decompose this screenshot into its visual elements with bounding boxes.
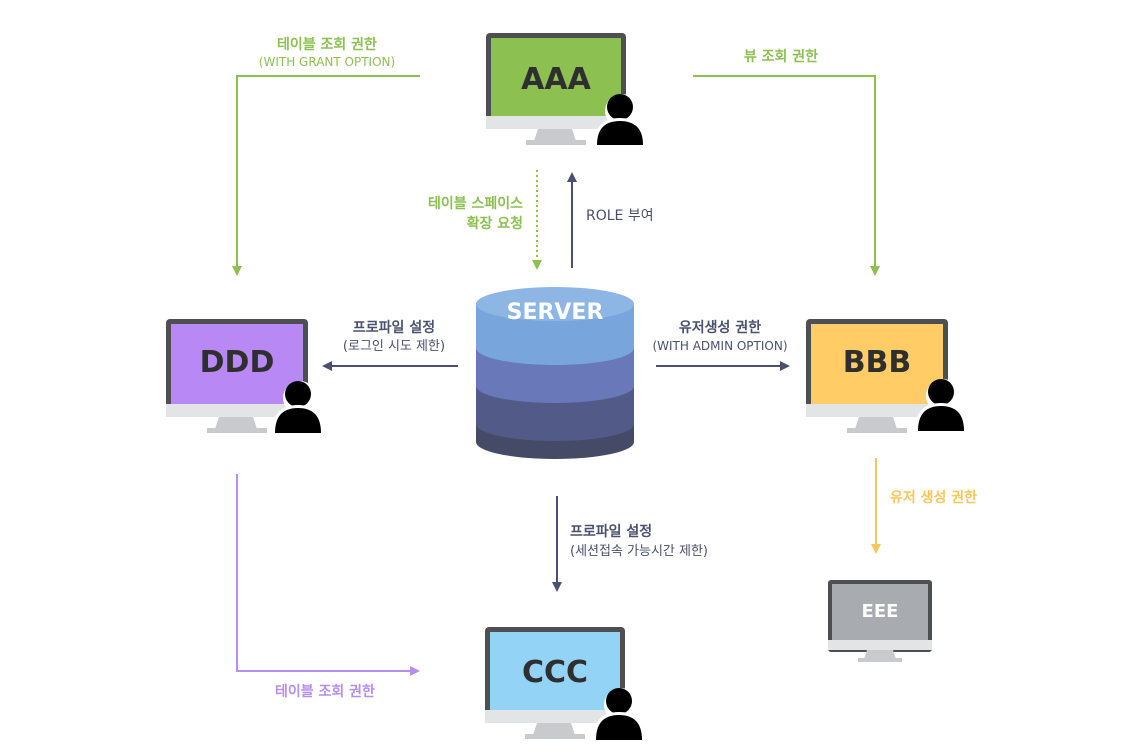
edge-server-to-bbb-label: 유저생성 권한 xyxy=(679,320,761,336)
monitor-ccc: CCC xyxy=(485,627,645,740)
edge-bbb-to-eee-label: 유저 생성 권한 xyxy=(890,490,977,506)
edge-aaa-to-ddd-sublabel: (WITH GRANT OPTION) xyxy=(259,55,395,69)
user-icon xyxy=(915,379,967,431)
edge-ddd-to-ccc: 테이블 조회 권한 xyxy=(236,474,420,700)
edge-server-to-aaa: ROLE 부여 xyxy=(567,172,654,268)
monitor-ddd: DDD xyxy=(166,319,324,433)
edge-server-to-bbb: 유저생성 권한 (WITH ADMIN OPTION) xyxy=(652,320,790,371)
edge-server-to-ccc-label: 프로파일 설정 xyxy=(570,523,652,540)
server-label: SERVER xyxy=(507,300,604,325)
monitor-eee: EEE xyxy=(828,580,932,662)
monitor-bbb-label: BBB xyxy=(843,345,912,380)
edge-aaa-to-server: 테이블 스페이스 확장 요청 xyxy=(428,170,542,270)
user-icon xyxy=(272,381,324,433)
user-icon xyxy=(594,94,646,145)
edge-aaa-to-ddd: 테이블 조회 권한 (WITH GRANT OPTION) xyxy=(232,36,420,276)
edge-server-to-ddd-label: 프로파일 설정 xyxy=(353,319,435,336)
monitor-icon xyxy=(485,627,625,739)
edge-aaa-to-server-label: 테이블 스페이스 xyxy=(428,195,523,212)
edge-aaa-to-bbb-label: 뷰 조회 권한 xyxy=(744,49,818,65)
edge-aaa-to-bbb: 뷰 조회 권한 xyxy=(693,49,880,276)
monitor-icon xyxy=(806,319,948,433)
server-node: SERVER xyxy=(476,287,634,459)
edge-server-to-ccc: 프로파일 설정 (세션접속 가능시간 제한) xyxy=(552,496,708,592)
edge-aaa-to-server-sublabel: 확장 요청 xyxy=(467,215,523,232)
monitor-aaa: AAA xyxy=(486,33,646,145)
monitor-ccc-label: CCC xyxy=(522,655,588,690)
monitor-ddd-label: DDD xyxy=(200,345,275,380)
user-icon xyxy=(593,688,645,740)
edge-bbb-to-eee: 유저 생성 권한 xyxy=(871,458,977,554)
monitor-icon xyxy=(828,580,932,662)
monitor-eee-label: EEE xyxy=(862,601,899,622)
edge-server-to-ddd: 프로파일 설정 (로그인 시도 제한) xyxy=(322,319,458,371)
monitor-icon xyxy=(166,319,308,433)
edge-server-to-ccc-sublabel: (세션접속 가능시간 제한) xyxy=(570,544,708,559)
edge-aaa-to-ddd-label: 테이블 조회 권한 xyxy=(277,36,377,53)
monitor-icon xyxy=(486,33,626,145)
edge-server-to-bbb-sublabel: (WITH ADMIN OPTION) xyxy=(652,339,787,353)
monitor-bbb: BBB xyxy=(806,319,967,433)
edge-ddd-to-ccc-label: 테이블 조회 권한 xyxy=(275,683,375,700)
monitor-aaa-label: AAA xyxy=(521,62,591,97)
edge-server-to-ddd-sublabel: (로그인 시도 제한) xyxy=(343,339,445,354)
database-icon xyxy=(476,287,634,459)
edge-server-to-aaa-label: ROLE 부여 xyxy=(586,208,654,224)
